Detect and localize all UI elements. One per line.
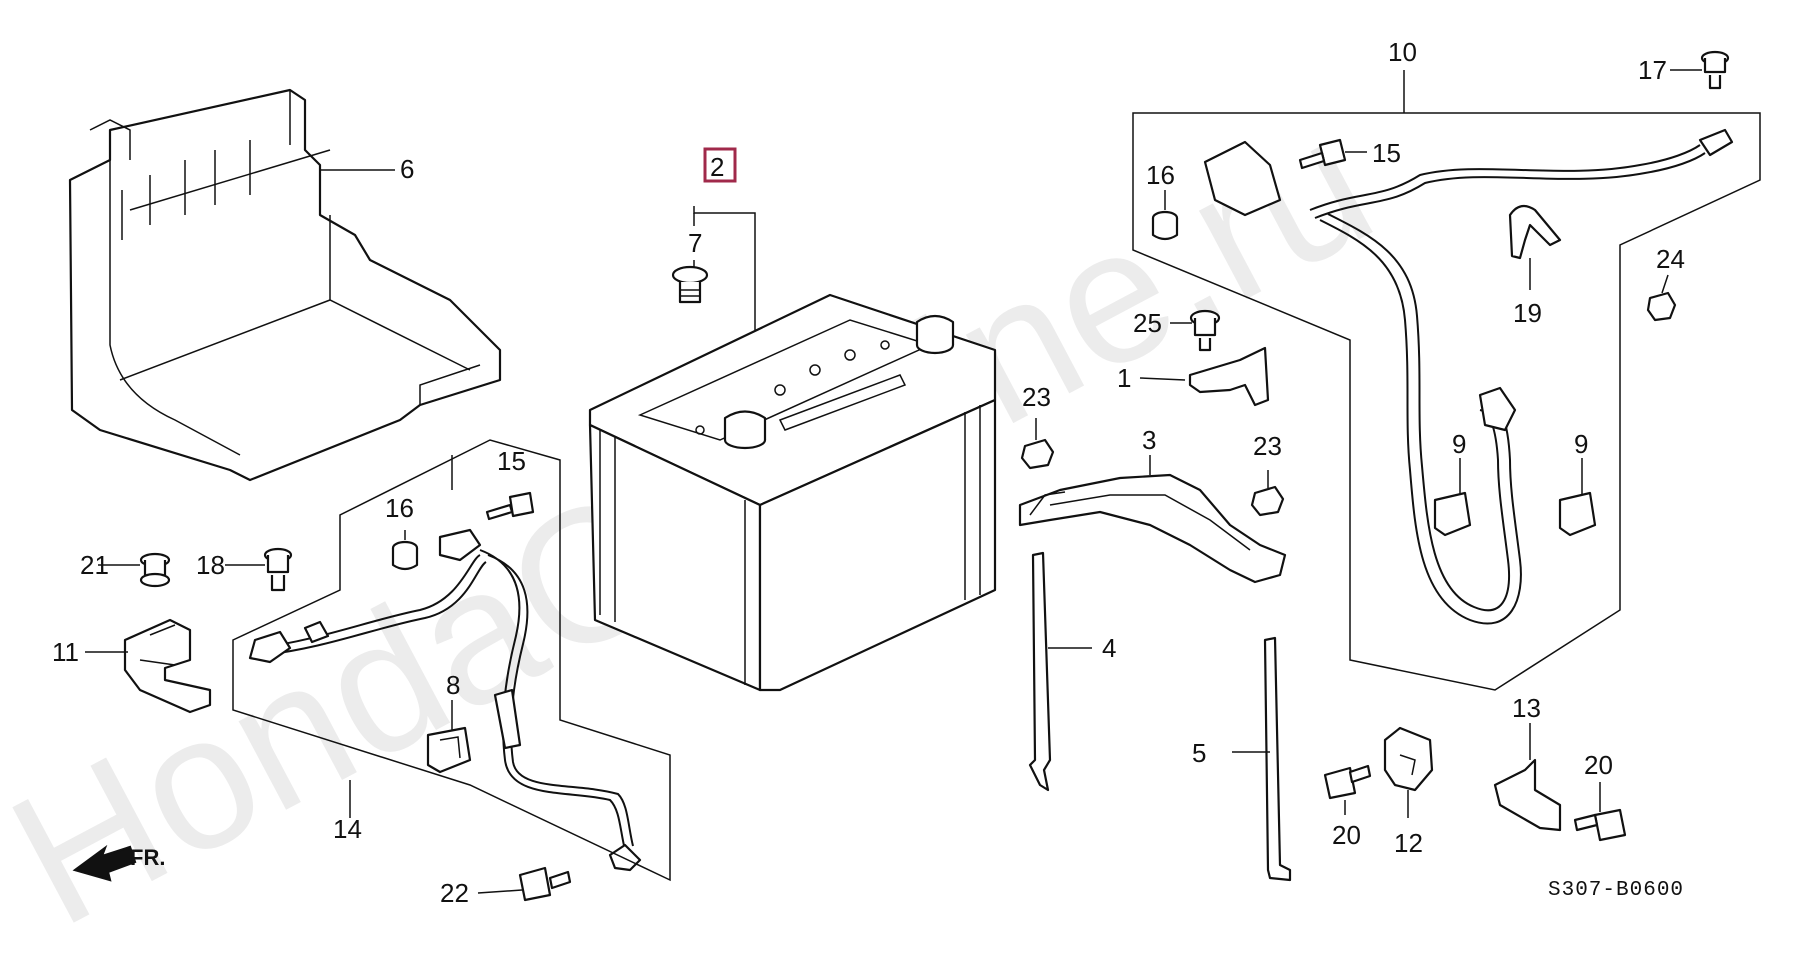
nut-23a-drawing [1020, 438, 1055, 470]
spacer-16a-drawing [391, 540, 419, 571]
part-label-11[interactable]: 11 [52, 637, 79, 667]
bolt-15b-drawing [1298, 138, 1347, 170]
part-label-25[interactable]: 25 [1133, 308, 1162, 338]
cable-14-drawing [248, 528, 642, 872]
part-label-16b[interactable]: 16 [1146, 160, 1175, 190]
bracket-12-drawing [1383, 726, 1434, 792]
leader-lines [85, 69, 1702, 894]
part-label-8[interactable]: 8 [446, 670, 460, 700]
highlight-box-part-2 [703, 147, 737, 183]
part-label-23b[interactable]: 23 [1253, 431, 1282, 461]
bolt-25-drawing [1189, 309, 1221, 352]
cable-14-outline [232, 439, 671, 882]
part-label-23a[interactable]: 23 [1022, 382, 1051, 412]
part-label-16a[interactable]: 16 [385, 493, 414, 523]
battery-box-drawing [68, 88, 502, 482]
part-label-13[interactable]: 13 [1512, 693, 1541, 723]
part-label-14[interactable]: 14 [333, 814, 362, 844]
nut-23b-drawing [1250, 485, 1285, 517]
rod-5-drawing [1263, 636, 1292, 882]
part-label-17[interactable]: 17 [1638, 55, 1667, 85]
bolt-17-drawing [1700, 50, 1730, 90]
part-label-7[interactable]: 7 [688, 228, 702, 258]
part-label-20b[interactable]: 20 [1584, 750, 1613, 780]
part-label-19[interactable]: 19 [1513, 298, 1542, 328]
clip-8-drawing [426, 726, 472, 774]
part-label-20a[interactable]: 20 [1332, 820, 1361, 850]
part-label-15a[interactable]: 15 [497, 446, 526, 476]
bolt-21-drawing [139, 552, 171, 588]
bracket-11-drawing [123, 618, 212, 714]
part-label-2[interactable]: 2 [710, 152, 724, 182]
part-label-18[interactable]: 18 [196, 550, 225, 580]
part-label-22[interactable]: 22 [440, 878, 469, 908]
bracket-1-drawing [1188, 346, 1270, 407]
part-label-21[interactable]: 21 [80, 550, 109, 580]
part-label-5[interactable]: 5 [1192, 738, 1206, 768]
front-arrow: FR. [72, 844, 165, 882]
clip-19-drawing [1508, 204, 1562, 260]
part-label-12[interactable]: 12 [1394, 828, 1423, 858]
nut-24-drawing [1646, 291, 1677, 322]
cable-10-drawing [1203, 128, 1734, 625]
bolt-15a-drawing [485, 491, 535, 521]
part-label-10[interactable]: 10 [1388, 37, 1417, 67]
part-label-9b[interactable]: 9 [1574, 429, 1588, 459]
part-label-3[interactable]: 3 [1142, 425, 1156, 455]
part-label-4[interactable]: 4 [1102, 633, 1116, 663]
clip-9a-drawing [1433, 491, 1472, 537]
cable-10-outline [1132, 112, 1761, 691]
bolt-22-drawing [518, 866, 572, 902]
spacer-16b-drawing [1151, 210, 1179, 241]
part-label-15b[interactable]: 15 [1372, 138, 1401, 168]
diagram-code: S307-B0600 [1548, 879, 1684, 902]
part-label-6[interactable]: 6 [400, 154, 414, 184]
bolt-7-drawing [671, 265, 709, 304]
setting-plate-3-drawing [1018, 473, 1287, 584]
part-label-9a[interactable]: 9 [1452, 429, 1466, 459]
part-label-24[interactable]: 24 [1656, 244, 1685, 274]
bolt-18-drawing [263, 547, 293, 592]
bolt-20a-drawing [1323, 764, 1372, 800]
clip-9b-drawing [1558, 491, 1597, 537]
front-indicator-label: FR. [130, 845, 165, 870]
part-label-1[interactable]: 1 [1117, 363, 1131, 393]
battery-drawing [588, 293, 997, 692]
rod-4-drawing [1028, 551, 1052, 792]
bracket-13-drawing [1493, 758, 1562, 832]
part-labels: 2 6 7 15 16 21 18 11 8 14 22 23 1 3 23 4… [52, 37, 1685, 908]
bolt-20b-drawing [1573, 808, 1627, 842]
